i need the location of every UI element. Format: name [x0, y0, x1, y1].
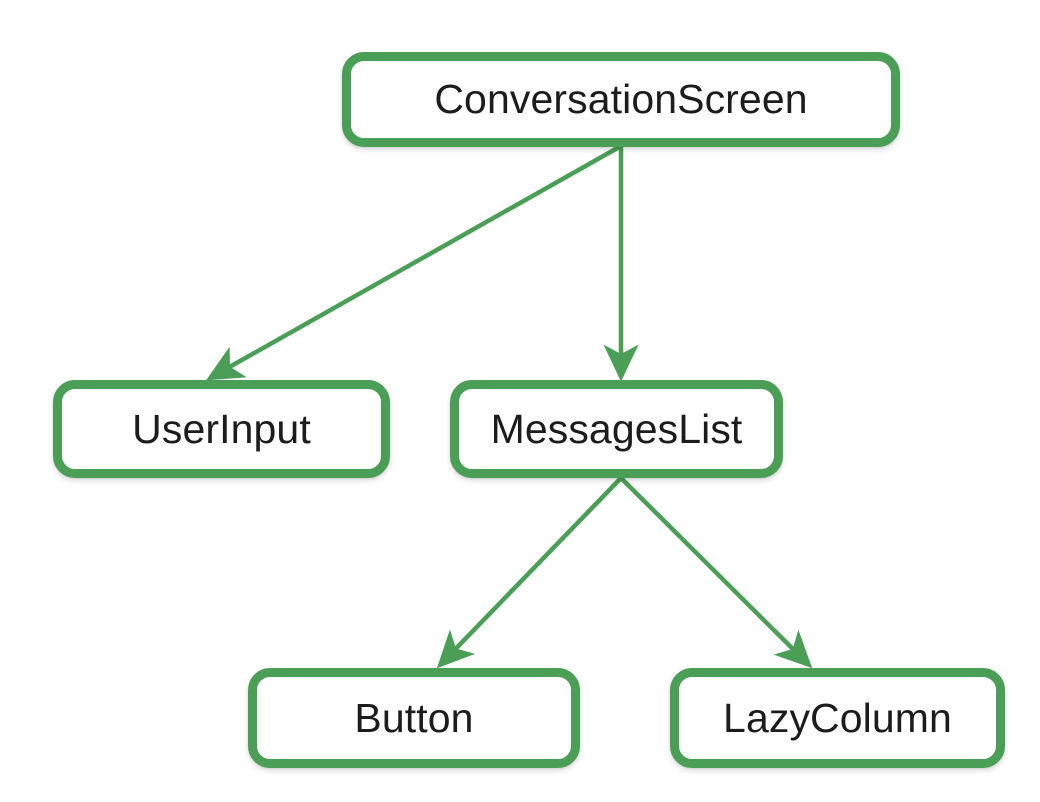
- node-lazycolumn[interactable]: LazyColumn: [670, 668, 1005, 768]
- node-button[interactable]: Button: [248, 668, 580, 768]
- node-userinput[interactable]: UserInput: [53, 380, 390, 478]
- node-conversationscreen[interactable]: ConversationScreen: [342, 52, 900, 147]
- node-label-lazycolumn: LazyColumn: [723, 694, 952, 741]
- node-label-conversationscreen: ConversationScreen: [434, 76, 808, 122]
- node-label-button: Button: [354, 694, 474, 741]
- edge-messageslist-button: [436, 476, 623, 669]
- edge-messageslist-lazycolumn: [619, 476, 813, 669]
- node-label-messageslist: MessagesList: [490, 405, 743, 452]
- edge-conversationscreen-userinput: [206, 144, 623, 381]
- node-label-userinput: UserInput: [132, 405, 311, 452]
- node-messageslist[interactable]: MessagesList: [450, 380, 783, 478]
